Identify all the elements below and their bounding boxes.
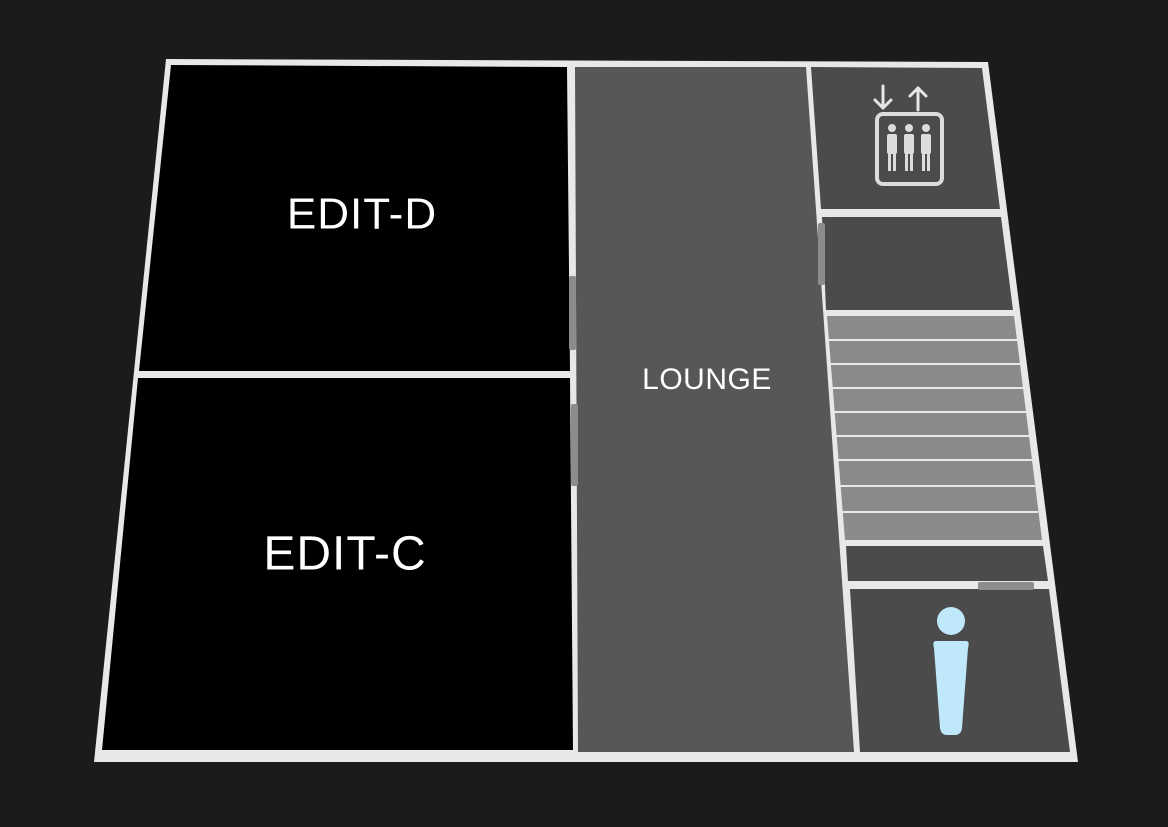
person-icon [933,607,969,735]
door-stair-landing[interactable] [818,223,825,285]
stair-treads [829,339,1038,513]
room-lounge[interactable] [575,67,854,752]
door-edit-c[interactable] [571,404,578,486]
arrow-up-icon [908,86,928,112]
door-edit-d[interactable] [569,276,576,350]
stair-flight [827,316,1042,540]
room-edit-d[interactable] [139,65,570,371]
stair-landing-top [822,217,1013,310]
room-edit-c[interactable] [102,378,573,750]
room-label-lounge: LOUNGE [642,363,772,396]
room-label-edit-c: EDIT-C [263,528,426,581]
arrow-down-icon [873,84,893,110]
stair-landing-bottom [846,546,1048,581]
doors [569,223,1034,590]
door-restroom[interactable] [978,582,1034,590]
elevator-icon [873,84,944,186]
staircase[interactable] [827,316,1042,540]
room-label-edit-d: EDIT-D [287,190,437,239]
